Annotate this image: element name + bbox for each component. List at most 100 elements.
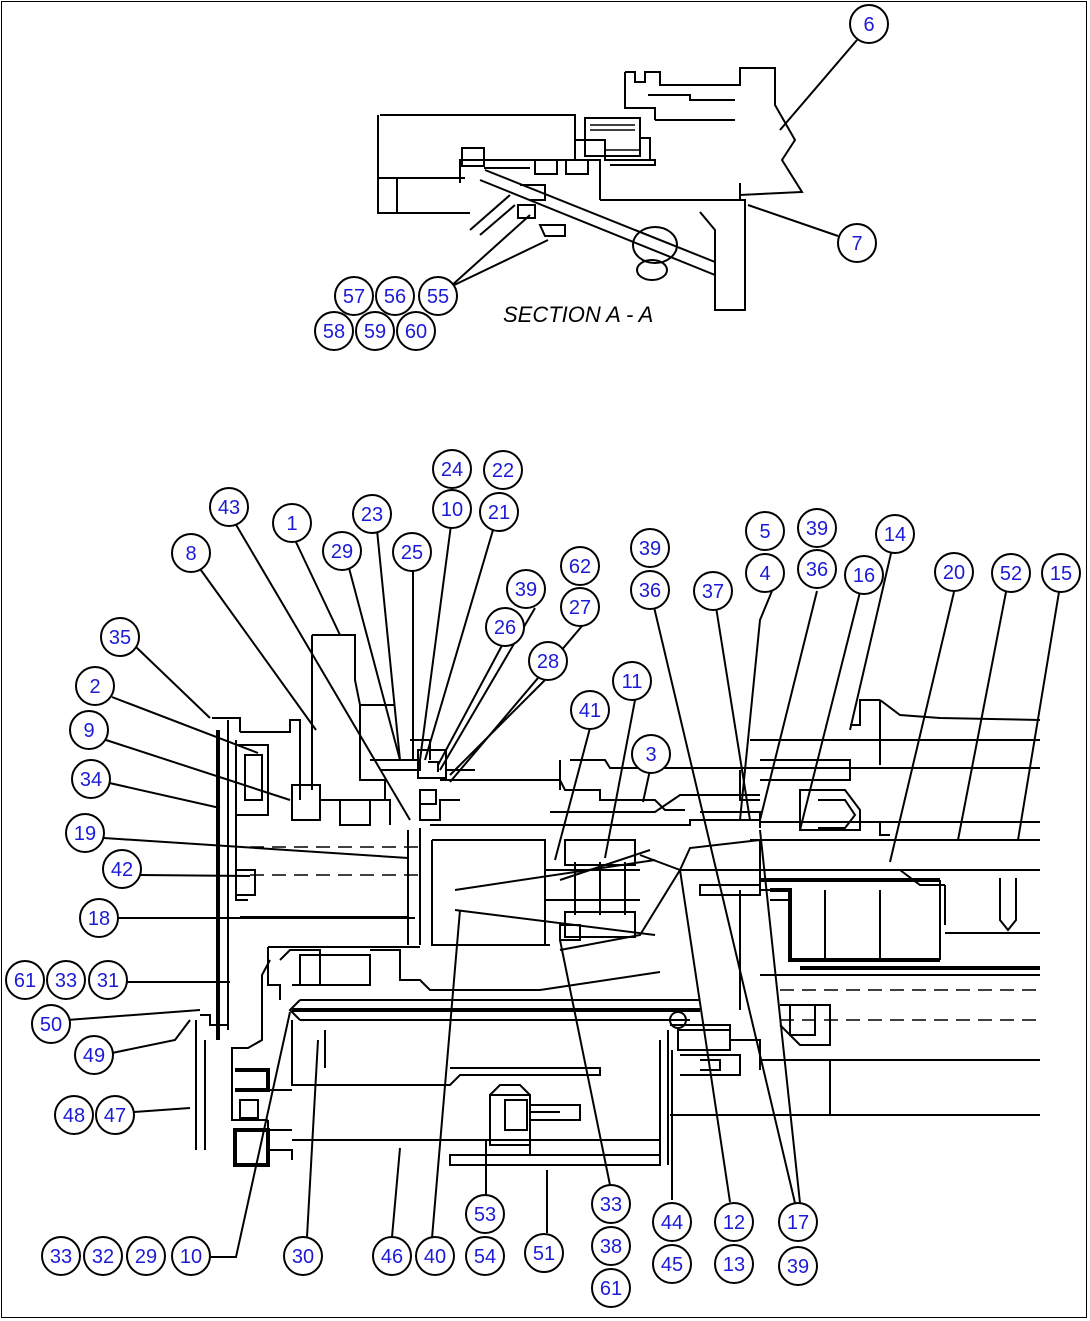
callout-51[interactable]: 51	[524, 1233, 564, 1273]
callout-36-a[interactable]: 36	[797, 549, 837, 589]
callout-34[interactable]: 34	[71, 759, 111, 799]
callout-36-b[interactable]: 36	[630, 570, 670, 610]
callout-39-c[interactable]: 39	[506, 569, 546, 609]
callout-33-left[interactable]: 33	[46, 960, 86, 1000]
svg-text:11: 11	[622, 671, 643, 693]
svg-text:56: 56	[384, 286, 406, 308]
svg-text:49: 49	[83, 1045, 105, 1067]
callout-49[interactable]: 49	[74, 1035, 114, 1075]
callout-6[interactable]: 6	[849, 4, 889, 44]
svg-text:9: 9	[83, 720, 94, 742]
svg-text:61: 61	[14, 970, 36, 992]
callout-60[interactable]: 60	[396, 311, 436, 351]
svg-text:39: 39	[639, 538, 661, 560]
callout-15[interactable]: 15	[1041, 553, 1081, 593]
svg-text:62: 62	[569, 556, 591, 578]
callout-2[interactable]: 2	[75, 666, 115, 706]
callout-20[interactable]: 20	[934, 552, 974, 592]
callout-39-bottom[interactable]: 39	[778, 1246, 818, 1286]
callout-19[interactable]: 19	[65, 813, 105, 853]
callout-39-b[interactable]: 39	[797, 508, 837, 548]
callout-29-bottom[interactable]: 29	[126, 1236, 166, 1276]
callout-38[interactable]: 38	[591, 1226, 631, 1266]
callout-45[interactable]: 45	[652, 1244, 692, 1284]
callout-25[interactable]: 25	[392, 532, 432, 572]
svg-text:40: 40	[424, 1246, 446, 1268]
callout-31[interactable]: 31	[88, 960, 128, 1000]
callout-9[interactable]: 9	[69, 710, 109, 750]
callout-27[interactable]: 27	[560, 587, 600, 627]
callout-33-center[interactable]: 33	[591, 1184, 631, 1224]
callout-32[interactable]: 32	[83, 1236, 123, 1276]
callout-57[interactable]: 57	[334, 276, 374, 316]
callout-30[interactable]: 30	[283, 1236, 323, 1276]
svg-text:46: 46	[381, 1246, 403, 1268]
callout-26[interactable]: 26	[485, 607, 525, 647]
callout-53[interactable]: 53	[465, 1194, 505, 1234]
svg-text:54: 54	[474, 1246, 496, 1268]
callout-4[interactable]: 4	[745, 553, 785, 593]
callout-58[interactable]: 58	[314, 311, 354, 351]
callout-1[interactable]: 1	[272, 503, 312, 543]
callout-44[interactable]: 44	[652, 1202, 692, 1242]
svg-text:41: 41	[579, 700, 601, 722]
callout-22[interactable]: 22	[483, 450, 523, 490]
svg-text:10: 10	[441, 499, 463, 521]
callout-62[interactable]: 62	[560, 546, 600, 586]
svg-text:10: 10	[180, 1246, 202, 1268]
svg-text:33: 33	[55, 970, 77, 992]
callout-54[interactable]: 54	[465, 1236, 505, 1276]
callout-17[interactable]: 17	[778, 1202, 818, 1242]
callout-23[interactable]: 23	[352, 494, 392, 534]
callout-46[interactable]: 46	[372, 1236, 412, 1276]
svg-text:39: 39	[787, 1256, 809, 1278]
callout-16[interactable]: 16	[844, 555, 884, 595]
callout-59[interactable]: 59	[355, 311, 395, 351]
callout-10-bottom[interactable]: 10	[171, 1236, 211, 1276]
callout-41[interactable]: 41	[570, 690, 610, 730]
svg-text:38: 38	[600, 1236, 622, 1258]
callout-5[interactable]: 5	[745, 511, 785, 551]
svg-text:2: 2	[89, 676, 100, 698]
callout-29-top[interactable]: 29	[322, 531, 362, 571]
callout-10-top[interactable]: 10	[432, 489, 472, 529]
svg-text:20: 20	[943, 562, 965, 584]
svg-text:21: 21	[488, 502, 510, 524]
callout-8[interactable]: 8	[171, 533, 211, 573]
callout-33-bottom[interactable]: 33	[41, 1236, 81, 1276]
callout-11[interactable]: 11	[612, 661, 652, 701]
callout-56[interactable]: 56	[375, 276, 415, 316]
svg-text:58: 58	[323, 321, 345, 343]
callout-43[interactable]: 43	[209, 487, 249, 527]
callout-13[interactable]: 13	[714, 1244, 754, 1284]
svg-text:50: 50	[40, 1014, 62, 1036]
section-a-a-drawing	[377, 67, 804, 311]
svg-text:3: 3	[645, 744, 656, 766]
callout-12[interactable]: 12	[714, 1202, 754, 1242]
callout-48[interactable]: 48	[54, 1095, 94, 1135]
callout-35[interactable]: 35	[100, 617, 140, 657]
callout-37[interactable]: 37	[693, 571, 733, 611]
callout-7[interactable]: 7	[837, 223, 877, 263]
callout-14[interactable]: 14	[875, 514, 915, 554]
callout-24[interactable]: 24	[432, 449, 472, 489]
callout-3[interactable]: 3	[631, 734, 671, 774]
callout-61-center[interactable]: 61	[591, 1268, 631, 1308]
callout-52[interactable]: 52	[991, 553, 1031, 593]
svg-text:22: 22	[492, 460, 514, 482]
callout-18[interactable]: 18	[79, 898, 119, 938]
callout-28[interactable]: 28	[528, 641, 568, 681]
svg-text:24: 24	[441, 459, 463, 481]
svg-text:47: 47	[104, 1105, 126, 1127]
callout-40[interactable]: 40	[415, 1236, 455, 1276]
callout-39-a[interactable]: 39	[630, 528, 670, 568]
callout-47[interactable]: 47	[95, 1095, 135, 1135]
callout-55[interactable]: 55	[418, 276, 458, 316]
svg-text:8: 8	[185, 543, 196, 565]
callout-50[interactable]: 50	[31, 1004, 71, 1044]
callout-42[interactable]: 42	[102, 849, 142, 889]
callout-61-left[interactable]: 61	[5, 960, 45, 1000]
callout-21[interactable]: 21	[479, 492, 519, 532]
svg-text:48: 48	[63, 1105, 85, 1127]
